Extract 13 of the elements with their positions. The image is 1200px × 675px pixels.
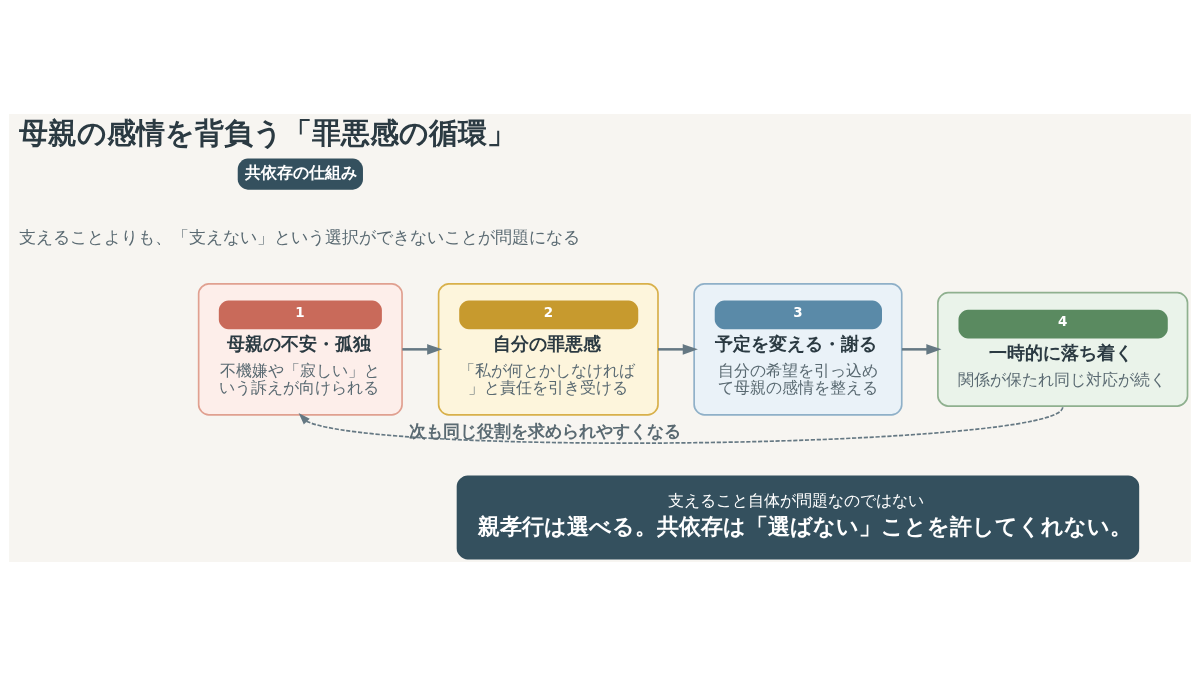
edge-label: 次も同じ役割を求められやすくなる (408, 420, 681, 441)
node-box: 4 一時的に落ち着く 関係が保たれ同じ対応が続く (937, 291, 1189, 407)
arrow (402, 343, 443, 355)
arrow (901, 343, 942, 355)
node-box: 1 母親の不安・孤独 不機嫌や「寂しい」という訴えが向けられる (197, 282, 403, 416)
node-box: 2 自分の罪悪感 「私が何とかしなければ」と責任を引き受ける (437, 282, 659, 416)
diagram-title: 母親の感情を背負う「罪悪感の循環」 (19, 115, 517, 150)
label: 共依存の仕組み (244, 162, 357, 182)
label: 支えることよりも、「支えない」という選択ができないことが問題になる (19, 226, 581, 247)
node-box: 支えること自体が問題なのではない 親孝行は選べる。共依存は「選ばない」ことを許してくれない。 (456, 474, 1140, 559)
arrow (658, 343, 698, 355)
node-box: 3 予定を変える・謝る 自分の希望を引っ込めて母親の感情を整える (693, 282, 903, 416)
arrow (298, 406, 1064, 444)
